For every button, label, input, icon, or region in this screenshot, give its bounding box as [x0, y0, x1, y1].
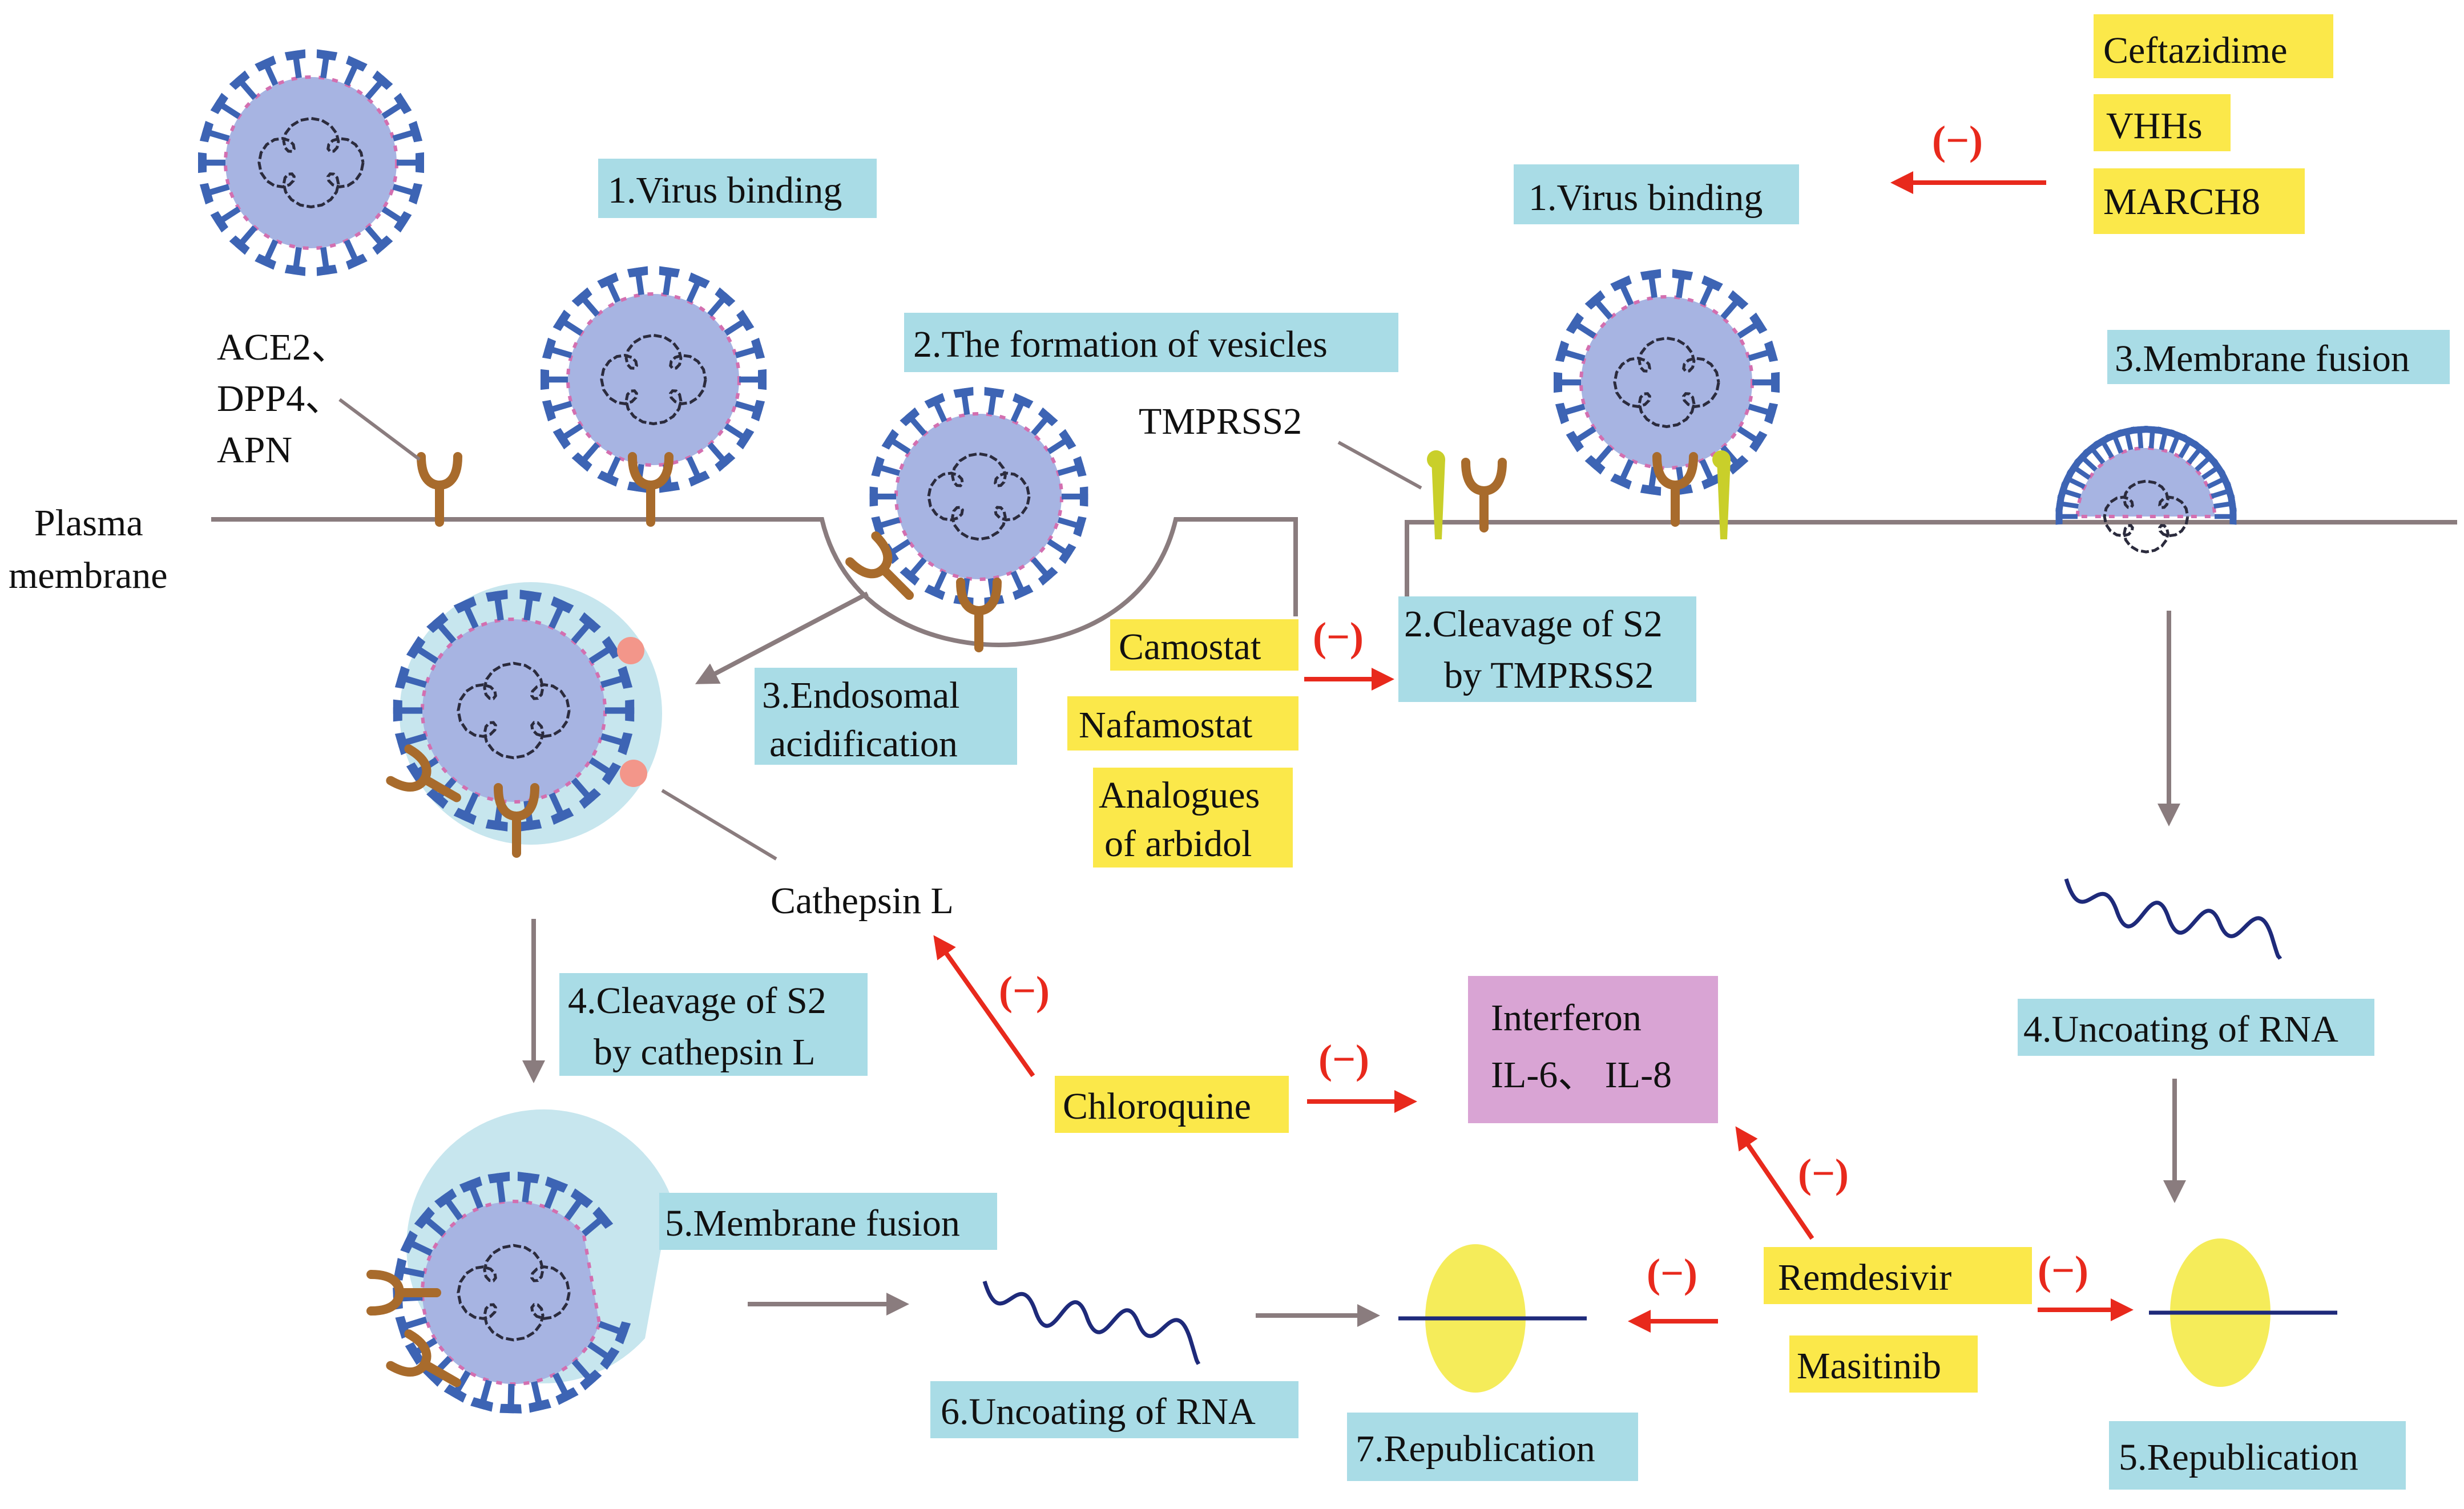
tmprss2-free [1427, 450, 1445, 539]
step-cleavage-tmprss2-line1: 2.Cleavage of S2 [1404, 603, 1663, 645]
inhibit-sign-remdesivir-cytokines: (−) [1798, 1151, 1849, 1196]
drug-masitinib: Masitinib [1797, 1345, 1941, 1387]
cytokine-interferon: Interferon [1491, 997, 1642, 1039]
step-virus-binding-left: 1.Virus binding [608, 170, 842, 211]
receptor-label-dpp4: DPP4、 [217, 378, 342, 419]
step-vesicle-formation: 2.The formation of vesicles [913, 324, 1328, 365]
receptor-bound-right [1652, 452, 1698, 527]
receptor-layer [366, 450, 1731, 1387]
cathepsin-label: Cathepsin L [771, 880, 954, 922]
inhibit-sign-binding: (−) [1932, 118, 1983, 163]
inhibit-arrow-cathepsin [933, 935, 1035, 1078]
receptor-vesicle-b [956, 578, 1002, 652]
plasma-membrane-label-line1: Plasma [34, 502, 143, 544]
drug-vhhs: VHHs [2106, 105, 2203, 147]
virus-fusing-right [2055, 425, 2237, 554]
drug-nafamostat: Nafamostat [1079, 704, 1252, 746]
drug-chloroquine: Chloroquine [1063, 1086, 1251, 1127]
rna-strand-left [982, 1280, 1201, 1365]
step-cleavage-cathepsin-line1: 4.Cleavage of S2 [568, 980, 826, 1022]
cathepsin-dot-a [617, 637, 644, 664]
drug-camostat: Camostat [1119, 626, 1261, 668]
plasma-membrane-label-line2: membrane [9, 555, 168, 596]
step-uncoating-right: 4.Uncoating of RNA [2023, 1008, 2338, 1050]
inhibit-sign-republication-left: (−) [1647, 1250, 1697, 1296]
virus-bound-left [541, 266, 767, 493]
receptor-fusion-a [366, 1270, 441, 1316]
cytokine-interleukins: IL-6、 IL-8 [1491, 1054, 1672, 1096]
ribosome-right [2149, 1238, 2337, 1387]
receptor-endosome-a [386, 744, 461, 802]
inhibit-sign-cytokines: (−) [1318, 1036, 1369, 1082]
drug-arbidol-line2: of arbidol [1104, 823, 1252, 865]
tmprss2-pointer-line [1337, 441, 1422, 490]
drug-arbidol-line1: Analogues [1099, 774, 1260, 816]
cathepsin-pointer-line [661, 789, 777, 861]
plasma-membrane [211, 517, 2457, 648]
step-membrane-fusion-right: 3.Membrane fusion [2115, 338, 2410, 380]
drug-remdesivir: Remdesivir [1778, 1257, 1951, 1298]
virus-layer [198, 49, 2237, 1414]
ribosome-left [1398, 1244, 1587, 1393]
inhibit-arrow-remdesivir-cytokines [1735, 1126, 1814, 1240]
step-endosomal-acidification-line2: acidification [769, 723, 958, 765]
virus-in-endosome [393, 590, 635, 832]
step-republication-left: 7.Republication [1356, 1428, 1595, 1470]
drug-march8: MARCH8 [2103, 181, 2260, 223]
receptor-vesicle-a [845, 531, 914, 600]
step-cleavage-cathepsin-line2: by cathepsin L [594, 1031, 816, 1073]
inhibit-sign-cathepsin: (−) [999, 968, 1050, 1014]
virus-bound-right [1554, 269, 1780, 496]
virus-in-vesicle [869, 387, 1088, 606]
receptor-surface-right [1461, 458, 1507, 532]
receptor-label-apn: APN [217, 429, 292, 471]
receptor-label-ace2: ACE2、 [217, 326, 349, 368]
step-cleavage-tmprss2-line2: by TMPRSS2 [1444, 655, 1654, 696]
receptor-pointer-line [338, 398, 421, 461]
step-membrane-fusion-left: 5.Membrane fusion [665, 1203, 960, 1244]
virus-fusing-left [393, 1172, 631, 1414]
step-endosomal-acidification-line1: 3.Endosomal [762, 675, 959, 716]
rna-strand-right [2064, 878, 2282, 960]
receptor-free [417, 452, 462, 527]
tmprss2-bound [1712, 450, 1731, 539]
cytokine-box [1468, 976, 1718, 1123]
inhibit-sign-tmprss2: (−) [1313, 614, 1364, 660]
inhibit-sign-republication-right: (−) [2038, 1248, 2088, 1293]
step-republication-right: 5.Republication [2119, 1437, 2358, 1478]
cathepsin-dot-b [620, 760, 647, 787]
step-uncoating-left: 6.Uncoating of RNA [941, 1391, 1256, 1433]
receptor-bound-left [628, 452, 674, 527]
receptor-fusion-b [386, 1329, 461, 1387]
flow-arrow-to-endosome [695, 591, 869, 684]
step-virus-binding-right: 1.Virus binding [1529, 177, 1763, 219]
virus-free [198, 49, 424, 276]
receptor-endosome-b [494, 783, 539, 858]
drug-ceftazidime: Ceftazidime [2103, 30, 2288, 71]
tmprss2-label: TMPRSS2 [1139, 401, 1302, 442]
